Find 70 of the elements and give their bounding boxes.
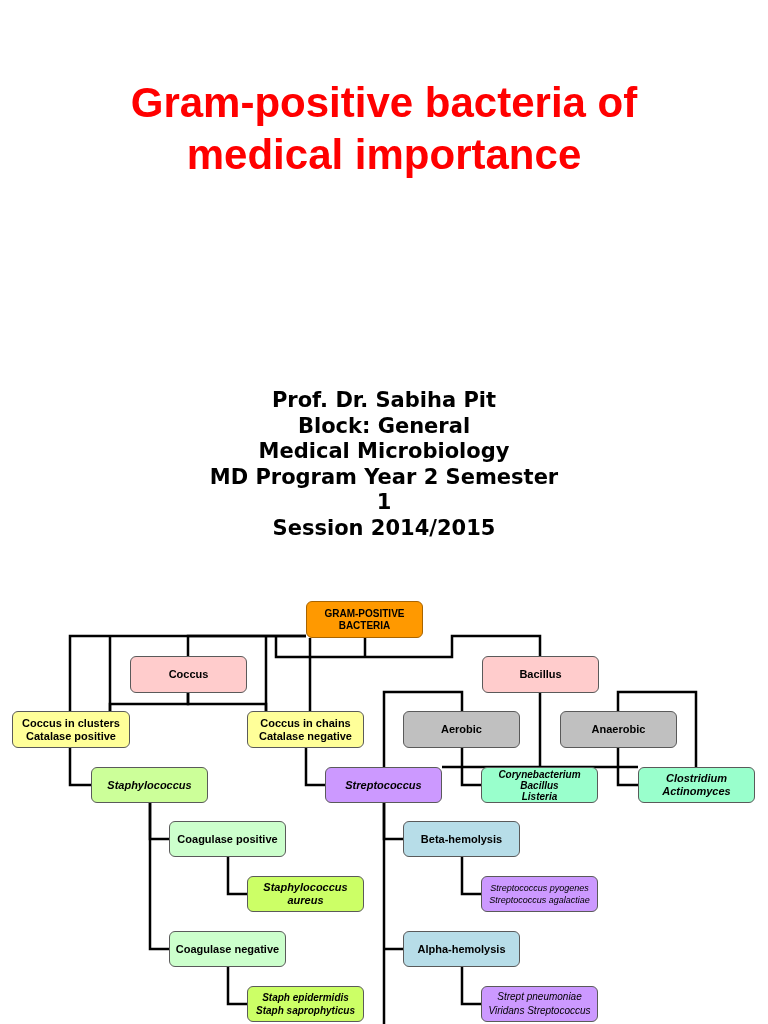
connector-line xyxy=(382,801,405,1024)
box-label: Staph epidermidis xyxy=(262,991,349,1004)
subtitle-text: Prof. Dr. Sabiha Pit xyxy=(271,388,497,414)
subtitle-text: Session 2014/2015 xyxy=(272,515,496,542)
box-label: Alpha-hemolysis xyxy=(417,942,506,956)
connector-line xyxy=(304,748,325,787)
box-label: Clostridium xyxy=(665,772,728,785)
box-label: Actinomyces xyxy=(662,785,731,798)
category-box xyxy=(560,711,677,748)
category-box xyxy=(403,931,520,967)
category-box xyxy=(247,986,364,1022)
connector-line xyxy=(186,693,268,711)
connector-line xyxy=(274,634,542,659)
connector-line xyxy=(382,690,464,767)
box-label: Streptococcus xyxy=(345,778,422,792)
subtitle-text: Medical Microbiology xyxy=(258,439,510,465)
connector-line xyxy=(68,634,308,713)
category-box xyxy=(481,986,598,1022)
box-label: Beta-hemolysis xyxy=(420,832,503,846)
category-box xyxy=(130,656,247,693)
connector-line xyxy=(616,690,698,767)
connector-line xyxy=(460,857,481,896)
box-label: Catalase positive xyxy=(26,729,116,743)
category-box xyxy=(306,601,423,638)
connector-line xyxy=(68,748,91,787)
box-label: Strept pneumoniae xyxy=(497,990,582,1004)
subtitle-text: MD Program Year 2 Semester 1 xyxy=(208,464,560,516)
box-label: Listeria xyxy=(521,790,558,802)
connector-line xyxy=(226,967,247,1006)
box-label: Anaerobic xyxy=(591,723,646,736)
box-label: GRAM-POSITIVE BACTERIA xyxy=(323,607,406,632)
slide-title: Gram-positive bacteria of medical importance xyxy=(129,78,639,180)
subtitle-text: Block: General xyxy=(297,413,471,440)
connector-line xyxy=(538,693,542,767)
category-box xyxy=(325,767,442,803)
box-label: Coccus in chains xyxy=(260,716,351,730)
category-box xyxy=(481,876,598,912)
connector-line xyxy=(226,857,247,896)
box-label: Bacillus xyxy=(520,779,559,791)
box-label: Aerobic xyxy=(441,723,482,736)
box-label: Coccus xyxy=(168,668,209,681)
box-label: Coagulase negative xyxy=(175,942,280,956)
category-box xyxy=(481,767,598,803)
box-label: Viridans Streptococcus xyxy=(488,1004,591,1018)
box-label: Streptococcus agalactiae xyxy=(489,894,590,906)
box-label: Staphylococcus aureus xyxy=(262,881,349,907)
category-box xyxy=(638,767,755,803)
category-box xyxy=(91,767,208,803)
category-box xyxy=(247,876,364,912)
box-label: Catalase negative xyxy=(259,729,352,743)
category-box xyxy=(247,711,364,748)
box-label: Staphylococcus xyxy=(107,778,192,792)
box-label: Coccus in clusters xyxy=(22,716,120,730)
box-label: Staph saprophyticus xyxy=(256,1004,355,1017)
connector-line xyxy=(460,967,481,1006)
connector-line xyxy=(460,748,481,787)
category-box xyxy=(482,656,599,693)
connector-line xyxy=(148,803,169,951)
connector-line xyxy=(264,634,312,713)
category-box xyxy=(12,711,130,748)
category-box xyxy=(403,821,520,857)
box-label: Bacillus xyxy=(519,668,562,681)
box-label: Streptococcus pyogenes xyxy=(490,882,589,894)
box-label: Coagulase positive xyxy=(177,832,278,846)
category-box xyxy=(169,821,286,857)
connector-line xyxy=(442,765,638,769)
category-box xyxy=(403,711,520,748)
box-label: Corynebacterium xyxy=(498,768,581,780)
connector-line xyxy=(616,748,638,787)
category-box xyxy=(169,931,286,967)
